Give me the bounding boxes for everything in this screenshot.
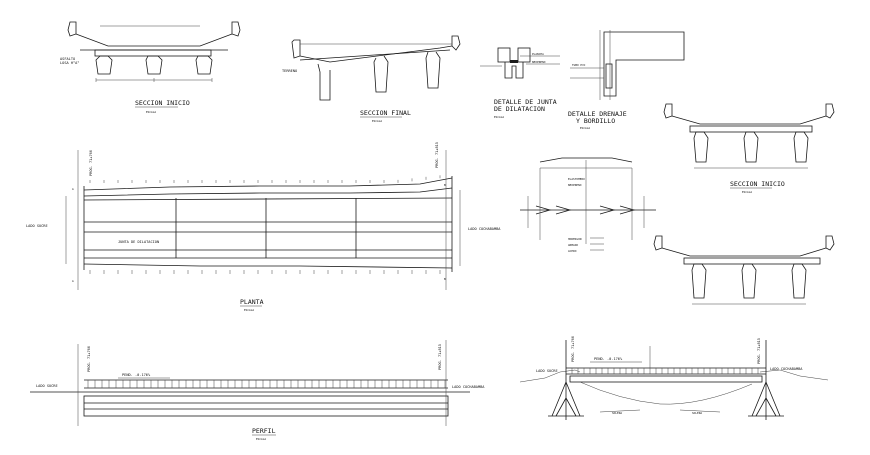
- svg-text:TERRENO: TERRENO: [282, 69, 297, 73]
- prog-b-plan: PROG. 71+815: [435, 142, 439, 168]
- svg-text:NEOPRENO: NEOPRENO: [568, 183, 582, 187]
- svg-text:A: A: [72, 279, 74, 283]
- seccion-inicio-title-top: SECCION INICIO: [135, 99, 190, 107]
- lado-cochabamba-plan: LADO COCHABAMBA: [468, 227, 501, 231]
- elastomeric-detail: ELASTOMERO NEOPRENO HORMIGON ARMADO ACER…: [520, 157, 656, 253]
- drainage-title-2: Y BORDILLO: [576, 117, 615, 125]
- prog-a-plan: PROG. 71+760: [89, 150, 93, 176]
- pendiente-elev: PEND. -0.176%: [594, 357, 623, 361]
- plan-view: JUNTA DE DILATACION LADO SUCRE LADO COCH…: [26, 142, 501, 312]
- drainage-title-1: DETALLE DRENAJE: [568, 110, 627, 118]
- svg-text:A: A: [72, 187, 74, 191]
- joint-detail: PLANCHA NEOPRENO DETALLE DE JUNTA DE DIL…: [480, 47, 560, 119]
- drainage-detail: TUBO PVC DETALLE DRENAJE Y BORDILLO ESCA…: [568, 30, 685, 130]
- seccion-inicio-title-right: SECCION INICIO: [730, 180, 785, 188]
- svg-text:NEOPRENO: NEOPRENO: [532, 60, 546, 64]
- lado-sucre-plan: LADO SUCRE: [26, 224, 48, 228]
- svg-text:JUNTA DE DILATACION: JUNTA DE DILATACION: [118, 240, 159, 244]
- svg-text:ARMADO: ARMADO: [568, 243, 578, 247]
- svg-text:SOLERA: SOLERA: [692, 411, 702, 415]
- svg-text:SOLERA: SOLERA: [612, 411, 622, 415]
- svg-text:B: B: [444, 183, 446, 187]
- svg-text:LOSA H°A°: LOSA H°A°: [60, 61, 79, 65]
- joint-title-1: DETALLE DE JUNTA: [494, 98, 557, 106]
- lado-cochabamba-profile: LADO COCHABAMBA: [452, 385, 485, 389]
- prog-b-elev: PROG. 71+815: [757, 338, 761, 364]
- svg-text:ESCALA: ESCALA: [256, 437, 266, 441]
- section-start-right: SECCION INICIO ESCALA: [663, 103, 835, 194]
- section-right-lower: [653, 235, 835, 305]
- section-start-top: ASFALTO LOSA H°A° SECCION INICIO ESCALA: [60, 21, 241, 114]
- section-end: TERRENO SECCION FINAL ESCALA: [282, 35, 461, 123]
- svg-text:ESCALA: ESCALA: [580, 126, 590, 130]
- svg-text:HORMIGON: HORMIGON: [568, 237, 582, 241]
- lado-cochabamba-elev: LADO COCHABAMBA: [770, 367, 803, 371]
- svg-text:B: B: [444, 277, 446, 281]
- elevation-view: PROG. 71+760 PROG. 71+815 PEND. -0.176% …: [519, 336, 829, 420]
- prog-a-profile: PROG. 71+760: [87, 346, 91, 372]
- svg-text:ELASTOMERO: ELASTOMERO: [568, 177, 585, 181]
- seccion-final-title: SECCION FINAL: [360, 109, 411, 117]
- svg-text:ESCALA: ESCALA: [244, 308, 254, 312]
- planta-title: PLANTA: [240, 298, 264, 306]
- lado-sucre-elev: LADO SUCRE: [536, 369, 558, 373]
- svg-text:ESCALA: ESCALA: [742, 190, 752, 194]
- pendiente-profile: PEND. -0.176%: [122, 373, 151, 377]
- svg-text:ASFALTO: ASFALTO: [60, 57, 75, 61]
- prog-a-elev: PROG. 71+760: [571, 336, 575, 362]
- svg-text:TUBO PVC: TUBO PVC: [572, 63, 586, 67]
- perfil-title: PERFIL: [252, 427, 276, 435]
- svg-text:PLANCHA: PLANCHA: [532, 52, 544, 56]
- scale-label: ESCALA: [146, 110, 156, 114]
- lado-sucre-profile: LADO SUCRE: [36, 384, 58, 388]
- joint-title-2: DE DILATACION: [494, 105, 545, 113]
- svg-text:ACERO: ACERO: [568, 249, 577, 253]
- prog-b-profile: PROG. 71+815: [438, 344, 442, 370]
- svg-text:ESCALA: ESCALA: [494, 115, 504, 119]
- svg-text:ESCALA: ESCALA: [372, 119, 382, 123]
- profile-view: PROG. 71+760 PROG. 71+815 PEND. -0.176% …: [30, 340, 485, 441]
